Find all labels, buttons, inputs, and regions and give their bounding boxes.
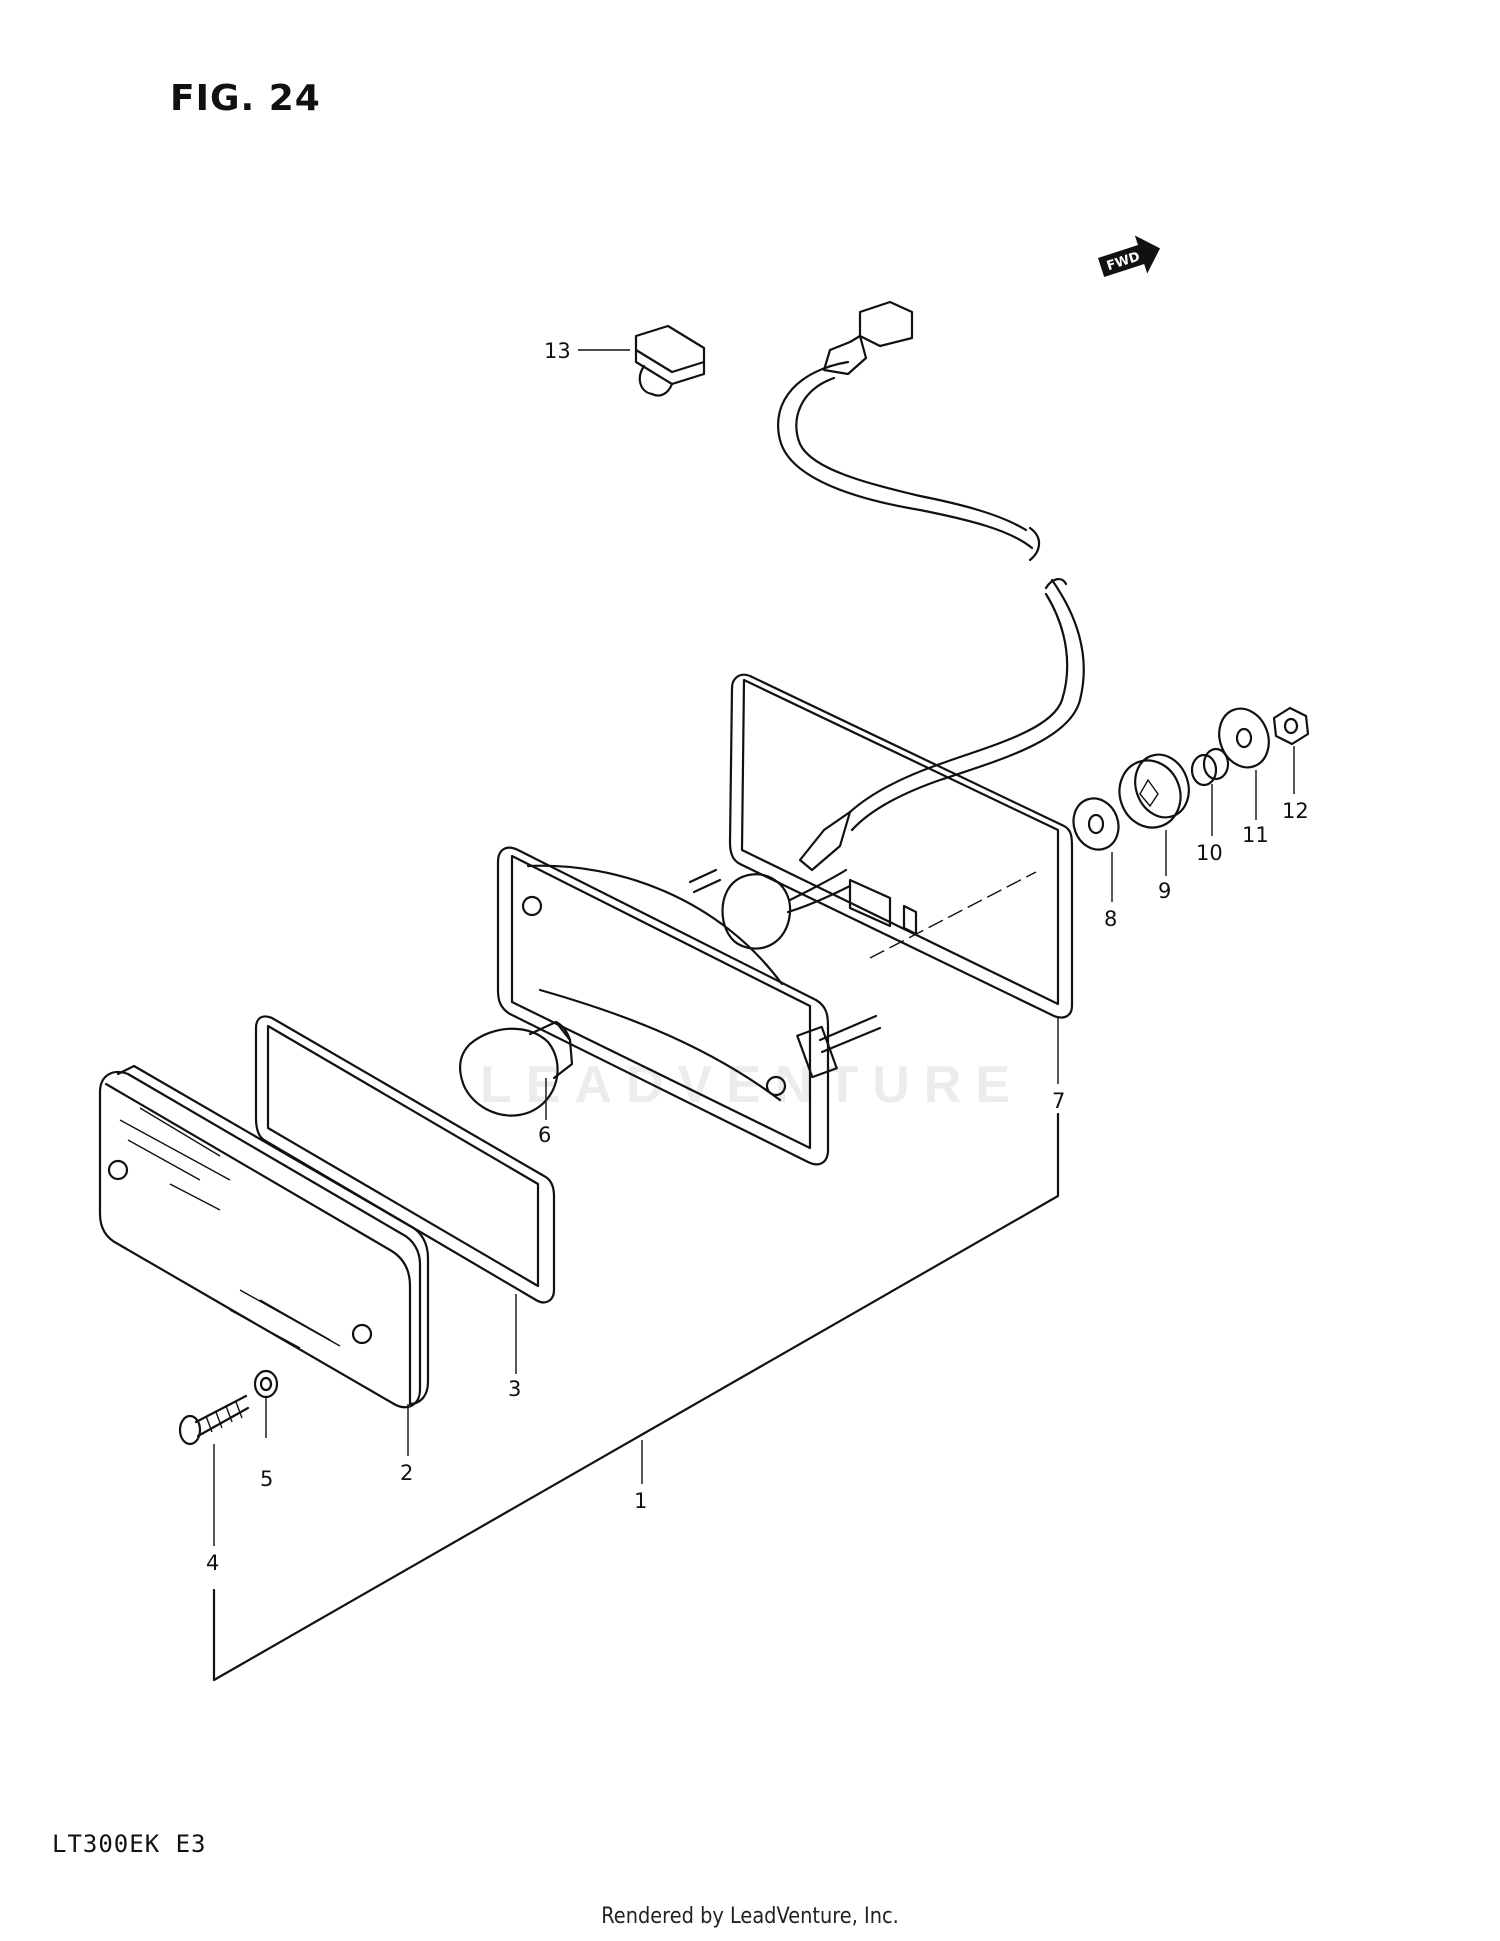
spacer-part — [1190, 747, 1230, 787]
washer-part — [253, 1369, 279, 1399]
grommet-part — [1118, 753, 1190, 829]
clamp-part — [634, 324, 706, 397]
housing-gasket-part — [728, 673, 1074, 1019]
rendered-by-footer: Rendered by LeadVenture, Inc. — [601, 1904, 899, 1929]
callout-7: 7 — [1052, 1089, 1065, 1113]
leader-lines — [212, 349, 1295, 1682]
lamp-housing-part — [496, 846, 882, 1166]
callout-9: 9 — [1158, 879, 1171, 903]
callout-2: 2 — [400, 1461, 413, 1485]
callout-6: 6 — [538, 1123, 551, 1147]
lens-part — [98, 1064, 430, 1409]
callout-1: 1 — [634, 1489, 647, 1513]
lens-gasket-part — [254, 1015, 556, 1304]
model-code: LT300EK E3 — [52, 1830, 207, 1858]
washer-8-part — [1072, 797, 1120, 851]
nut-part — [1272, 706, 1310, 746]
bulb-part — [459, 1020, 574, 1117]
screw-part — [178, 1394, 250, 1446]
callout-8: 8 — [1104, 907, 1117, 931]
callout-11: 11 — [1242, 823, 1269, 847]
callout-13: 13 — [544, 339, 571, 363]
wire-harness — [777, 300, 1085, 872]
fwd-arrow-icon: FWD — [1098, 235, 1161, 278]
washer-11-part — [1218, 707, 1270, 769]
bracket-tabs — [848, 871, 1037, 959]
figure-title: FIG. 24 — [170, 78, 321, 119]
callout-5: 5 — [260, 1467, 273, 1491]
callout-labels: 1 2 3 4 5 6 7 8 9 10 11 12 13 — [206, 339, 1309, 1575]
callout-4: 4 — [206, 1551, 219, 1575]
callout-12: 12 — [1282, 799, 1309, 823]
callout-3: 3 — [508, 1377, 521, 1401]
callout-10: 10 — [1196, 841, 1223, 865]
